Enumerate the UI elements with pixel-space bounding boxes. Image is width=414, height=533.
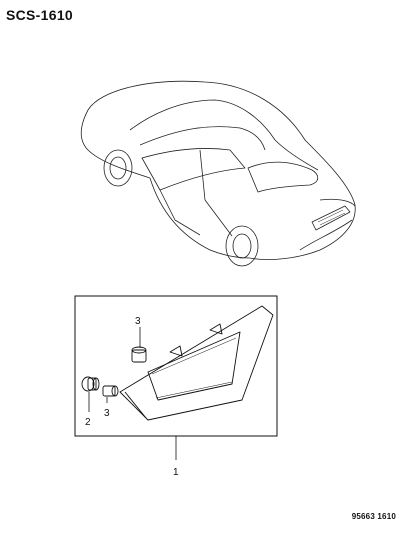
callout-panel: 1	[173, 467, 179, 478]
clip-part	[102, 385, 119, 397]
callout-cap: 2	[85, 417, 91, 428]
car-illustration	[80, 80, 356, 267]
callout-clip-top: 3	[135, 316, 141, 327]
callout-clip: 3	[104, 408, 110, 419]
clip-top-part	[131, 346, 147, 363]
footer-reference: 95663 1610	[351, 512, 396, 521]
cap-part	[81, 376, 100, 392]
garnish-panel	[119, 305, 274, 421]
diagram-code: SCS-1610	[6, 7, 73, 23]
leader-lines	[88, 327, 177, 460]
